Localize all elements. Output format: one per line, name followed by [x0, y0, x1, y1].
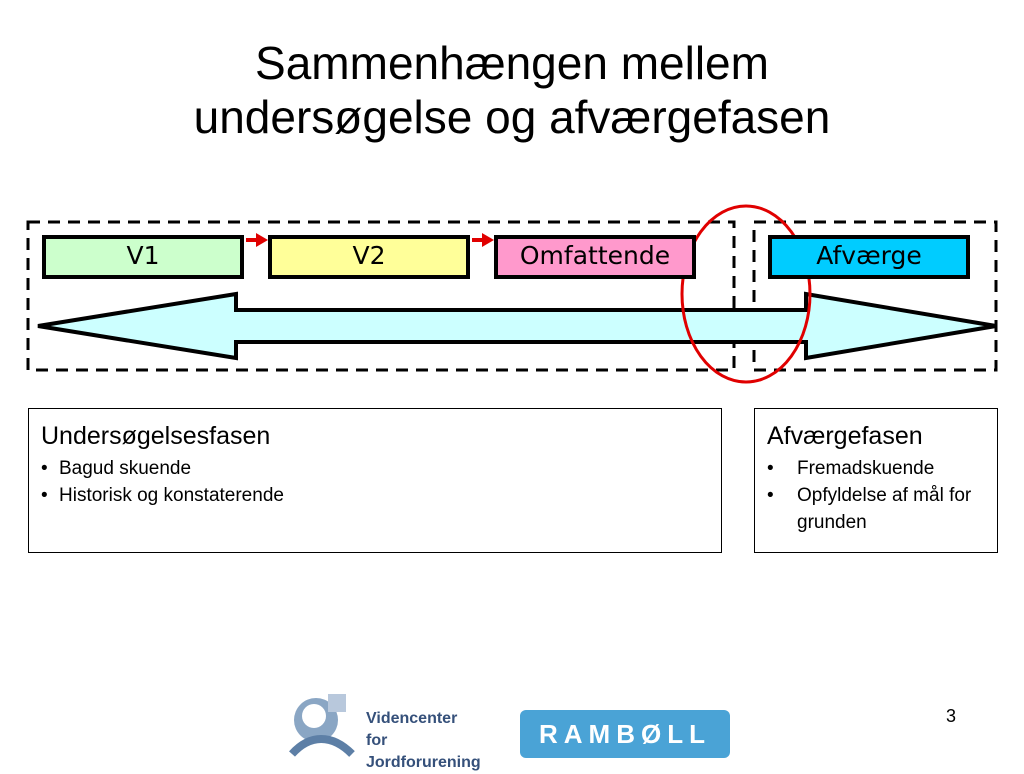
phase-diagram — [26, 204, 998, 384]
page-number: 3 — [946, 706, 957, 726]
list-item: Opfyldelse af mål for grunden — [767, 482, 985, 536]
list-item: Fremadskuende — [767, 455, 985, 482]
investigation-panel-title: Undersøgelsesfasen — [41, 422, 271, 450]
investigation-bullet-list: Bagud skuende Historisk og konstaterende — [41, 455, 709, 509]
double-headed-arrow — [37, 291, 997, 361]
remediation-panel-title: Afværgefasen — [767, 422, 923, 450]
connector-v1-v2 — [246, 233, 268, 247]
phase-afvaerge: Afværge — [768, 235, 970, 279]
ramboll-logo: RAMBØLL — [520, 710, 730, 758]
remediation-bullet-list: Fremadskuende Opfyldelse af mål for grun… — [767, 455, 985, 536]
title-line-1: Sammenhængen mellem — [255, 37, 769, 89]
remediation-phase-frame — [752, 220, 998, 372]
title-line-2: undersøgelse og afværgefasen — [193, 91, 831, 143]
investigation-phase-panel: Undersøgelsesfasen Bagud skuende Histori… — [28, 408, 722, 553]
phase-v1: V1 — [42, 235, 244, 279]
list-item: Bagud skuende — [41, 455, 709, 482]
connector-v2-omfattende — [472, 233, 494, 247]
videncenter-logo-line-1: Videncenter — [366, 710, 458, 727]
phase-v2: V2 — [268, 235, 470, 279]
videncenter-emblem-icon — [289, 694, 355, 757]
videncenter-logo-line-2: for Jordforurening — [366, 732, 481, 771]
list-item: Historisk og konstaterende — [41, 482, 709, 509]
phase-omfattende: Omfattende — [494, 235, 696, 279]
investigation-phase-frame — [26, 220, 736, 372]
remediation-phase-panel: Afværgefasen Fremadskuende Opfyldelse af… — [754, 408, 998, 553]
transition-highlight-ring — [680, 204, 812, 384]
videncenter-logo: Videncenter for Jordforurening — [286, 688, 504, 771]
slide-title: Sammenhængen mellem undersøgelse og afvæ… — [60, 36, 964, 144]
